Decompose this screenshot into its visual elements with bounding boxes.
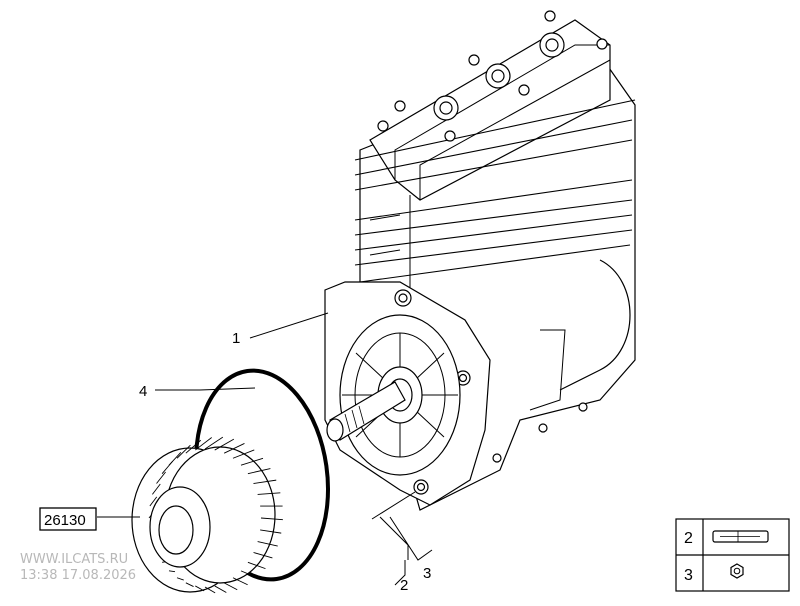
callout-4: 4	[139, 383, 147, 400]
head-bolt	[544, 10, 556, 22]
head-bolt	[394, 100, 406, 112]
gear-tooth	[185, 582, 194, 587]
leader-line-1	[249, 312, 329, 339]
gear-tooth	[223, 582, 238, 591]
port-fitting	[539, 32, 565, 58]
gear-tooth	[195, 585, 205, 592]
gear-tooth	[214, 438, 235, 451]
leader-line-2-3	[371, 491, 433, 586]
mounting-flange	[324, 281, 491, 506]
gear-tooth	[247, 561, 266, 570]
port-fitting	[485, 63, 511, 89]
gear-tooth	[168, 570, 176, 573]
reference-group-link[interactable]: 26130	[39, 507, 97, 531]
nut-icon	[730, 563, 744, 579]
gear-tooth	[223, 443, 245, 454]
legend-number-2: 2	[684, 530, 693, 547]
gear-tooth	[149, 496, 158, 507]
watermark-line1: WWW.ILCATS.RU	[20, 552, 128, 567]
gear-tooth	[204, 586, 216, 594]
leader-line-4	[155, 387, 256, 391]
gear-tooth	[176, 577, 184, 581]
legend-number-3: 3	[684, 567, 693, 584]
gear-tooth	[185, 439, 202, 454]
head-bolt	[596, 38, 608, 50]
gear-tooth	[253, 552, 273, 559]
callout-3: 3	[423, 565, 431, 582]
gear-tooth	[204, 436, 224, 450]
gear-tooth	[214, 585, 227, 593]
gear-tooth	[240, 457, 264, 466]
gear-tooth	[156, 471, 166, 484]
base-bolt	[578, 402, 588, 412]
head-bolt	[518, 84, 530, 96]
head-bolt	[377, 120, 389, 132]
gear-tooth	[260, 529, 282, 534]
reference-group-label: 26130	[44, 512, 86, 529]
gear-tooth	[247, 468, 271, 475]
gear-tooth	[232, 577, 248, 586]
gear-tooth	[176, 444, 191, 459]
gear-tooth	[257, 492, 281, 495]
gear-tooth	[195, 437, 212, 451]
gear-tooth	[257, 541, 278, 547]
legend-table: 2 3	[675, 518, 790, 592]
watermark-line2: 13:38 17.08.2026	[20, 568, 136, 583]
gear-tooth	[168, 452, 182, 466]
callout-2: 2	[400, 577, 408, 594]
gear-tooth	[260, 517, 283, 521]
gear-tooth	[240, 570, 258, 579]
head-bolt	[444, 130, 456, 142]
callout-1: 1	[232, 330, 240, 347]
gear-tooth	[232, 449, 255, 459]
drive-shaft	[326, 381, 406, 442]
pin-icon	[712, 530, 769, 543]
base-bolt	[538, 423, 548, 433]
head-bolt	[468, 54, 480, 66]
helical-gear	[131, 436, 283, 594]
gear-tooth	[152, 483, 161, 495]
gear-tooth	[253, 479, 277, 484]
port-fitting	[433, 95, 459, 121]
base-bolt	[492, 453, 502, 463]
